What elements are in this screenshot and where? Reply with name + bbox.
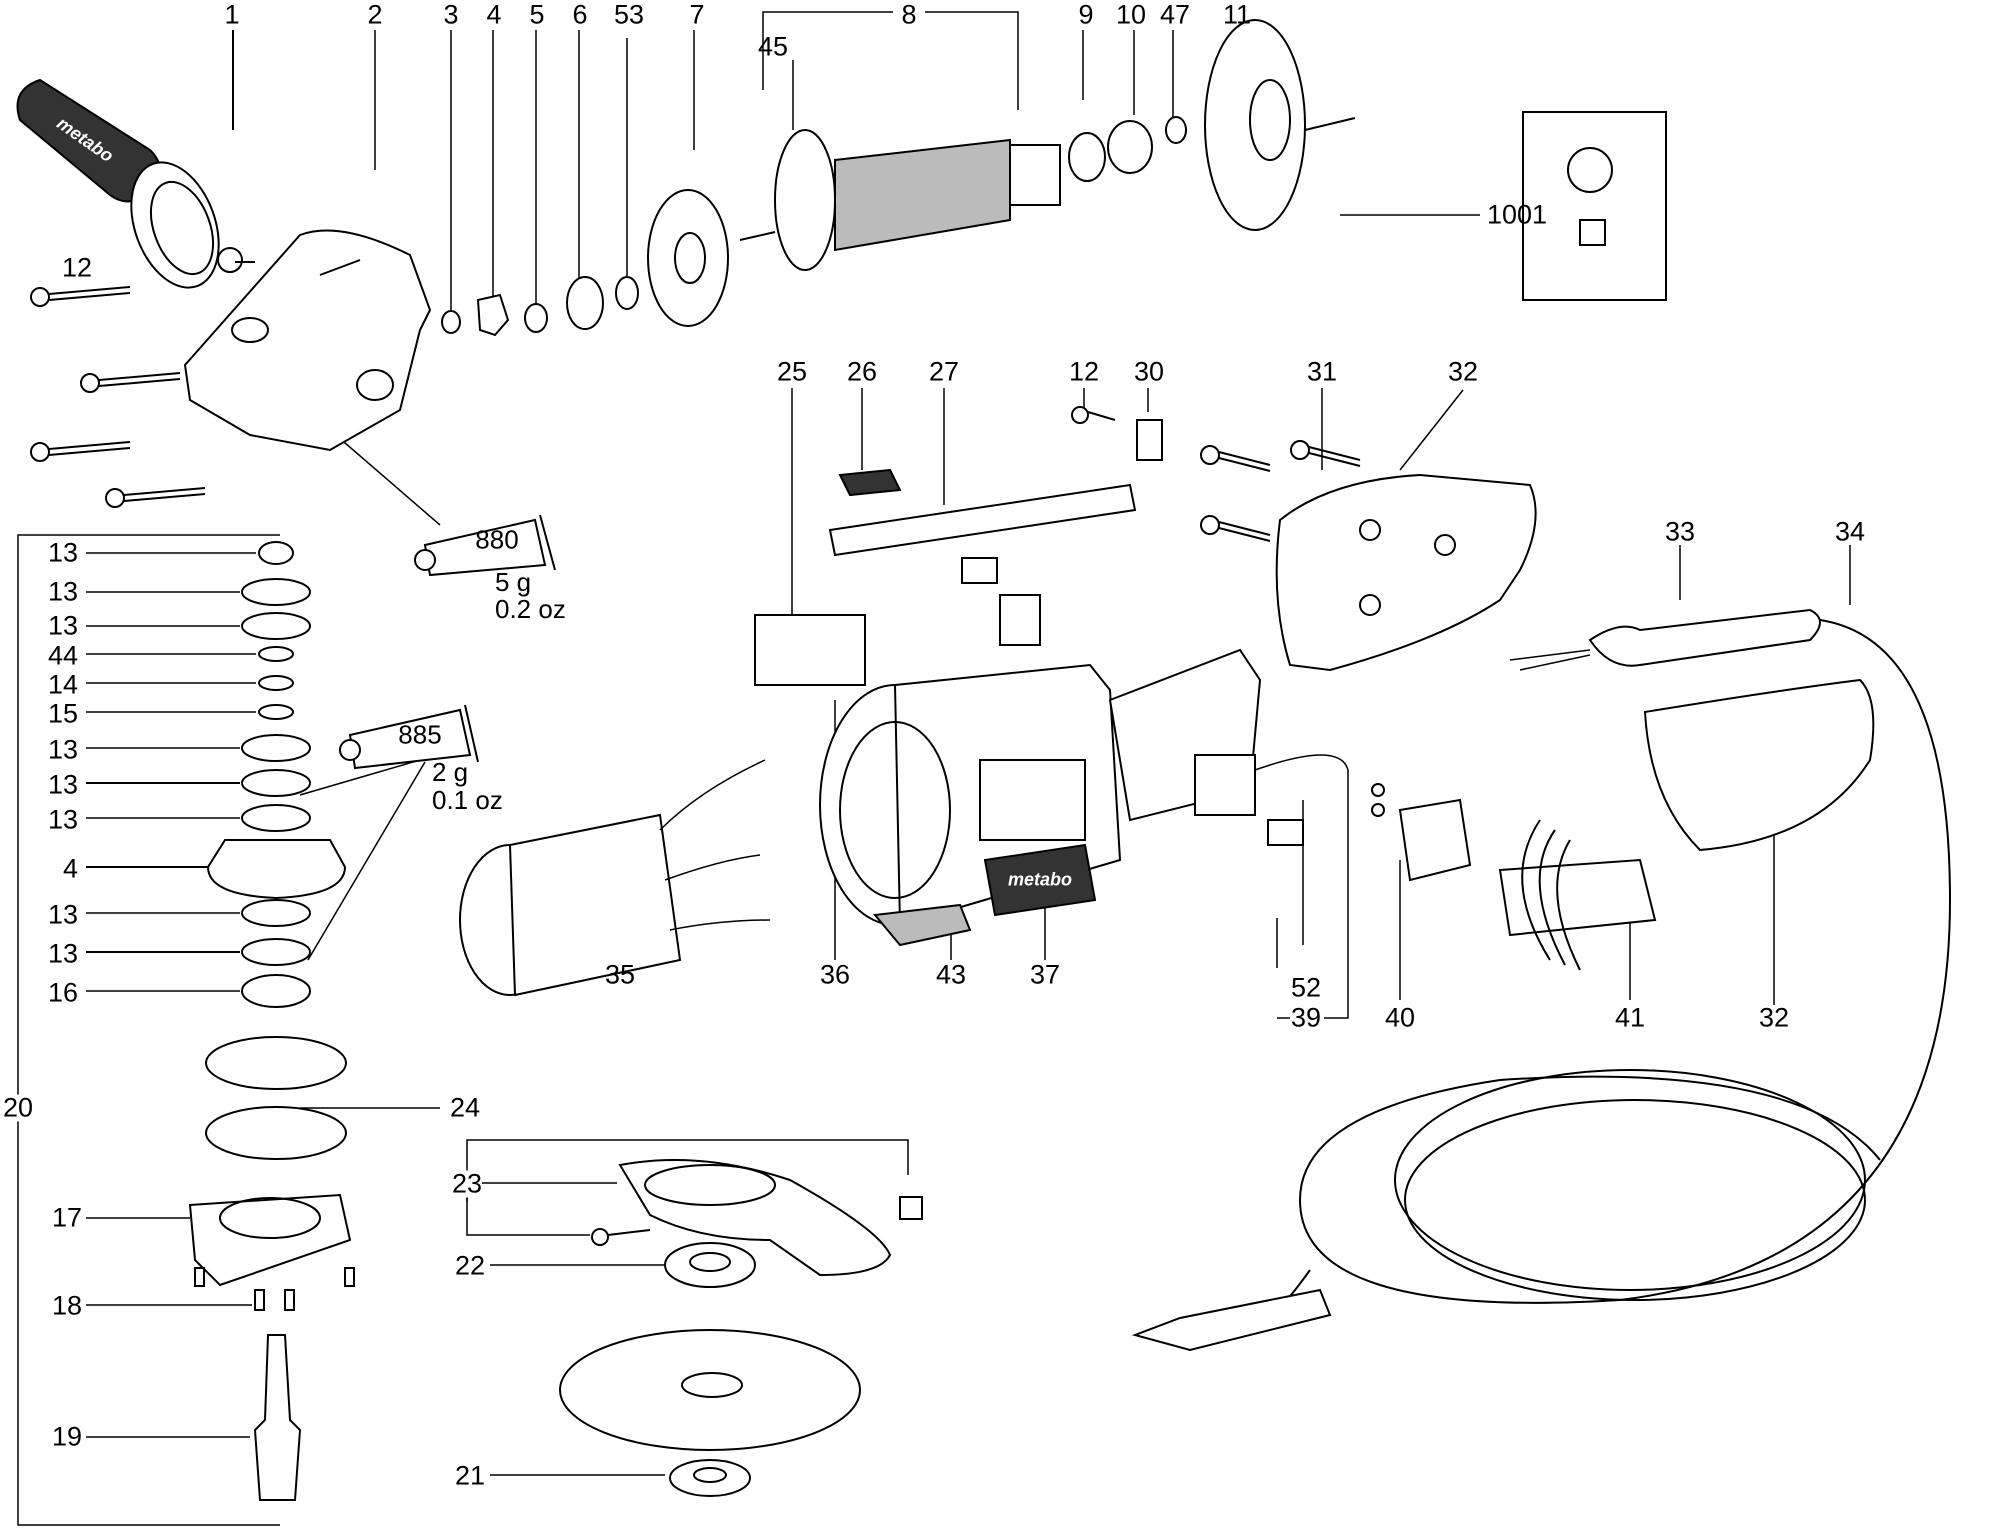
callout-18: 18 — [51, 1290, 82, 1321]
brush-parts — [961, 557, 1041, 646]
terminal-block — [1371, 783, 1472, 882]
gear-housing — [183, 229, 432, 452]
switch-module — [1498, 819, 1657, 971]
handle-shell-lower — [1643, 678, 1875, 852]
stack-label: 16 — [47, 977, 78, 1008]
inset-1001 — [1522, 111, 1667, 301]
callout-9: 9 — [1078, 0, 1094, 30]
callout-20: 20 — [2, 1092, 34, 1123]
grease-tube-880-code: 880 — [475, 524, 519, 555]
fan-guard — [1204, 19, 1356, 231]
stack-label: 13 — [47, 769, 78, 800]
callout-32-lower: 32 — [1758, 1002, 1790, 1033]
callout-36: 36 — [819, 959, 851, 990]
callout-40: 40 — [1384, 1002, 1416, 1033]
stack-label: 15 — [47, 698, 78, 729]
callout-39: 39 — [1290, 1002, 1322, 1033]
callout-12-mid: 12 — [1068, 356, 1100, 387]
screws-31 — [1200, 440, 1361, 542]
callout-26: 26 — [846, 356, 878, 387]
screw-clip — [1071, 406, 1163, 461]
callout-33: 33 — [1664, 516, 1696, 547]
field-coil — [459, 759, 771, 997]
cable-sleeve — [1509, 608, 1821, 671]
grease-tube-885-code: 885 — [398, 719, 442, 750]
callout-1001: 1001 — [1487, 199, 1548, 230]
callout-37: 37 — [1029, 959, 1061, 990]
callout-8: 8 — [901, 0, 917, 30]
callout-27: 27 — [928, 356, 960, 387]
callout-7: 7 — [689, 0, 705, 30]
switch-slider — [828, 468, 1137, 557]
callout-47: 47 — [1159, 0, 1191, 30]
stack-label: 4 — [62, 853, 78, 884]
brush-holder — [1194, 754, 1349, 846]
callout-5: 5 — [529, 0, 545, 30]
stack-label: 13 — [47, 576, 78, 607]
callout-24: 24 — [450, 1092, 481, 1123]
side-handle — [16, 78, 255, 289]
stack-label: 44 — [47, 640, 78, 671]
callout-4: 4 — [486, 0, 502, 30]
bearing-plate — [647, 189, 729, 327]
callout-22: 22 — [454, 1250, 485, 1281]
callout-10: 10 — [1115, 0, 1147, 30]
grease-tube-880-weight: 5 g — [495, 567, 532, 597]
callout-43: 43 — [935, 959, 967, 990]
callout-52: 52 — [1290, 972, 1322, 1003]
callout-45: 45 — [757, 31, 789, 62]
stack-label: 13 — [47, 938, 78, 969]
brand-badge — [983, 843, 1097, 917]
callout-11: 11 — [1222, 0, 1252, 30]
callout-1: 1 — [224, 0, 240, 30]
callout-31: 31 — [1306, 356, 1338, 387]
callout-3: 3 — [443, 0, 459, 30]
screws-12 — [30, 286, 206, 508]
callout-6: 6 — [572, 0, 588, 30]
grease-tube-885-shape — [339, 704, 479, 770]
leader-lines — [17, 11, 1851, 1526]
label-plate-25 — [754, 614, 866, 686]
callout-35: 35 — [604, 959, 636, 990]
stack-label: 14 — [47, 669, 78, 700]
callout-23: 23 — [451, 1168, 483, 1199]
callout-2: 2 — [367, 0, 383, 30]
handle-shell-upper — [1275, 473, 1537, 672]
grease-tube-885-weight: 2 g — [432, 757, 469, 787]
grinding-disc — [559, 1329, 861, 1451]
callout-53: 53 — [613, 0, 645, 30]
callout-32-upper: 32 — [1447, 356, 1479, 387]
stack-label: 13 — [47, 734, 78, 765]
spindle-stack-parts — [188, 541, 355, 1501]
callout-12-left: 12 — [61, 252, 93, 283]
callout-34: 34 — [1834, 516, 1866, 547]
stack-label: 13 — [47, 804, 78, 835]
wheel-guard — [591, 1159, 923, 1277]
callout-30: 30 — [1133, 356, 1165, 387]
callout-19: 19 — [51, 1421, 82, 1452]
armature — [739, 129, 1061, 271]
grease-tube-880-weight-oz: 0.2 oz — [495, 594, 566, 624]
clamping-flange — [664, 1242, 756, 1288]
small-shaft-parts — [441, 276, 639, 337]
callout-17: 17 — [51, 1202, 82, 1233]
insulation-sheet — [873, 903, 972, 947]
bearings-9-10-47 — [1068, 116, 1187, 182]
callout-25: 25 — [776, 356, 808, 387]
grease-tube-880-shape — [414, 514, 556, 577]
callout-21: 21 — [454, 1460, 485, 1491]
stack-label: 13 — [47, 899, 78, 930]
callout-41: 41 — [1614, 1002, 1646, 1033]
grease-tube-885-weight-oz: 0.1 oz — [432, 785, 503, 815]
power-cord — [1131, 619, 1952, 1352]
brand-badge-text: metabo — [1007, 869, 1073, 890]
clamping-nut — [669, 1459, 751, 1497]
stack-label: 13 — [47, 537, 78, 568]
stack-label: 13 — [47, 610, 78, 641]
